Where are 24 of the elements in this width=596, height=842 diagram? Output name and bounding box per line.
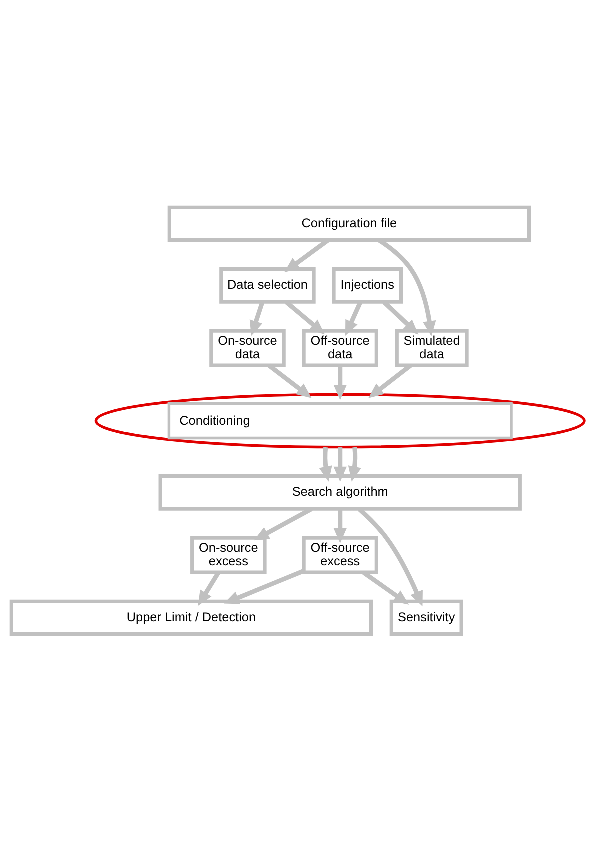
node-box: Configuration file: [168, 206, 532, 242]
arrow: [319, 447, 332, 482]
node-box: Off-source data: [302, 329, 378, 368]
node-box: Off-source excess: [302, 536, 378, 574]
node-box: Sensitivity: [390, 600, 464, 636]
arrow: [334, 448, 347, 482]
node-box: Injections: [332, 268, 403, 304]
arrow: [334, 509, 347, 544]
arrow: [250, 302, 265, 336]
arrow: [348, 447, 362, 482]
arrow: [382, 300, 419, 335]
node-box: Data selection: [220, 268, 316, 304]
node-box: On-source data: [210, 329, 286, 368]
node-box: Search algorithm: [158, 474, 522, 511]
node-ellipse: Conditioning: [94, 393, 586, 449]
node-box: Simulated data: [395, 329, 469, 368]
arrow: [358, 508, 423, 607]
arrow: [284, 300, 326, 335]
arrow: [346, 301, 363, 336]
arrow: [334, 366, 347, 400]
arrow: [198, 572, 220, 606]
arrow: [224, 569, 305, 604]
node-box: Upper Limit / Detection: [10, 600, 374, 636]
node-box: On-source excess: [190, 536, 267, 574]
